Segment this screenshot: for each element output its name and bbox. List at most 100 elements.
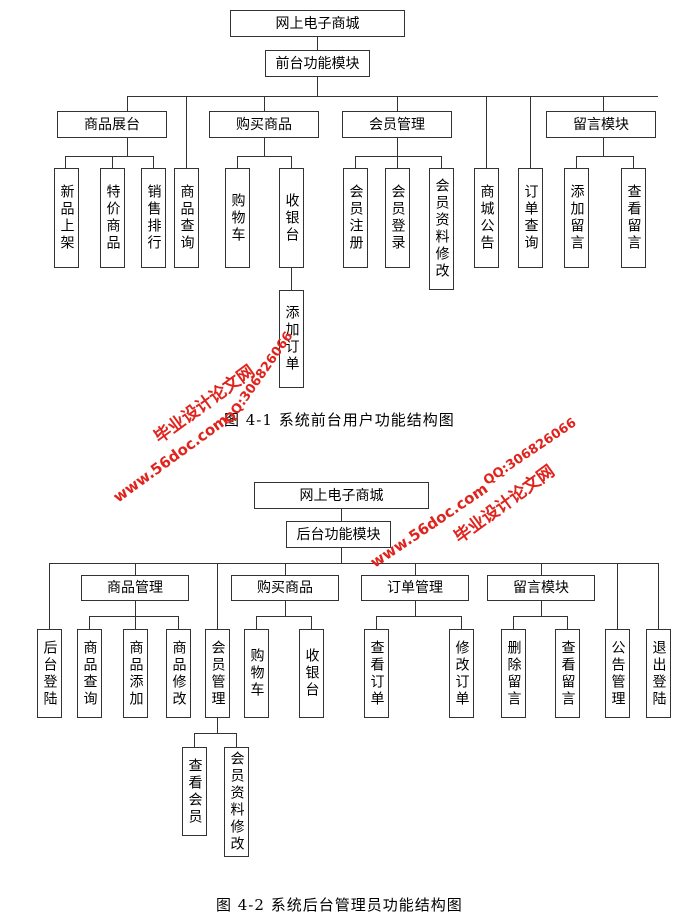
connector [541, 563, 542, 575]
connector [355, 156, 356, 168]
connector [415, 563, 416, 575]
leaf-node: 购物车 [244, 629, 269, 718]
module-node: 后台功能模块 [286, 521, 391, 548]
category-node: 购买商品 [231, 575, 339, 601]
leaf-node: 修改订单 [449, 629, 474, 718]
figure-caption: 图 4-1 系统前台用户功能结构图 [224, 411, 455, 429]
connector [576, 156, 577, 168]
connector [397, 156, 398, 168]
leaf-node: 销售排行 [141, 168, 166, 268]
leaf-node: 新品上架 [54, 168, 79, 268]
connector [397, 137, 398, 156]
connector [541, 600, 542, 616]
category-node: 留言模块 [487, 575, 595, 601]
leaf-node: 添加留言 [564, 168, 589, 268]
connector [135, 616, 136, 629]
connector [658, 563, 659, 629]
connector [65, 156, 154, 157]
category-node: 商品展台 [57, 111, 167, 138]
leaf-node: 退出登陆 [646, 629, 671, 718]
leaf-node: 查看留言 [621, 168, 646, 268]
leaf-node: 商品查询 [77, 629, 102, 718]
connector [49, 563, 659, 564]
connector [461, 616, 462, 629]
category-node: 会员管理 [342, 111, 452, 138]
connector [65, 156, 66, 168]
connector [513, 616, 568, 617]
connector [576, 156, 634, 157]
connector [237, 156, 238, 168]
connector [376, 616, 462, 617]
leaf-node: 商城公告 [474, 168, 499, 268]
connector [264, 137, 265, 156]
category-node: 购买商品 [209, 111, 319, 138]
leaf-node: 商品查询 [174, 168, 199, 268]
connector [217, 718, 218, 733]
connector [291, 156, 292, 168]
category-node: 商品管理 [81, 575, 189, 601]
connector [567, 616, 568, 629]
connector [441, 156, 442, 168]
leaf-node: 会员资料修改 [429, 168, 454, 290]
connector [285, 563, 286, 575]
category-node: 订单管理 [361, 575, 469, 601]
connector [127, 96, 658, 97]
leaf-node: 公告管理 [605, 629, 630, 718]
connector [311, 616, 312, 629]
figure-caption: 图 4-2 系统后台管理员功能结构图 [216, 896, 463, 914]
leaf-node: 特价商品 [100, 168, 125, 268]
connector [194, 733, 237, 734]
connector [217, 563, 218, 629]
connector [486, 96, 487, 168]
leaf-node: 添加订单 [279, 290, 304, 388]
connector [317, 76, 318, 96]
connector [264, 96, 265, 111]
leaf-node: 商品修改 [166, 629, 191, 718]
leaf-node: 查看留言 [555, 629, 580, 718]
connector [153, 156, 154, 168]
connector [237, 156, 292, 157]
root-node: 网上电子商城 [230, 10, 405, 37]
category-node: 留言模块 [546, 111, 656, 138]
connector [194, 733, 195, 747]
connector [341, 547, 342, 563]
connector [397, 96, 398, 111]
connector [355, 156, 442, 157]
leaf-node: 查看订单 [364, 629, 389, 718]
root-node: 网上电子商城 [254, 482, 429, 509]
connector [127, 96, 128, 111]
connector [376, 616, 377, 629]
connector [256, 616, 312, 617]
leaf-node: 会员登录 [385, 168, 410, 268]
connector [285, 600, 286, 616]
connector [89, 616, 179, 617]
connector [530, 96, 531, 168]
leaf-node: 会员管理 [205, 629, 230, 718]
connector [127, 137, 128, 156]
connector [633, 156, 634, 168]
connector [186, 96, 187, 168]
connector [603, 96, 604, 111]
connector [89, 616, 90, 629]
connector [178, 616, 179, 629]
connector [135, 600, 136, 616]
leaf-node: 商品添加 [123, 629, 148, 718]
connector [341, 508, 342, 522]
connector [415, 600, 416, 616]
leaf-node: 购物车 [225, 168, 250, 268]
leaf-node: 后台登陆 [37, 629, 62, 718]
module-node: 前台功能模块 [265, 50, 370, 77]
leaf-node: 会员注册 [343, 168, 368, 268]
connector [603, 137, 604, 156]
leaf-node: 订单查询 [518, 168, 543, 268]
connector [617, 563, 618, 629]
connector [317, 36, 318, 50]
connector [291, 268, 292, 290]
connector [513, 616, 514, 629]
leaf-node: 查看会员 [182, 747, 207, 836]
leaf-node: 会员资料修改 [224, 747, 249, 857]
leaf-node: 收银台 [299, 629, 324, 718]
leaf-node: 删除留言 [501, 629, 526, 718]
connector [135, 563, 136, 575]
